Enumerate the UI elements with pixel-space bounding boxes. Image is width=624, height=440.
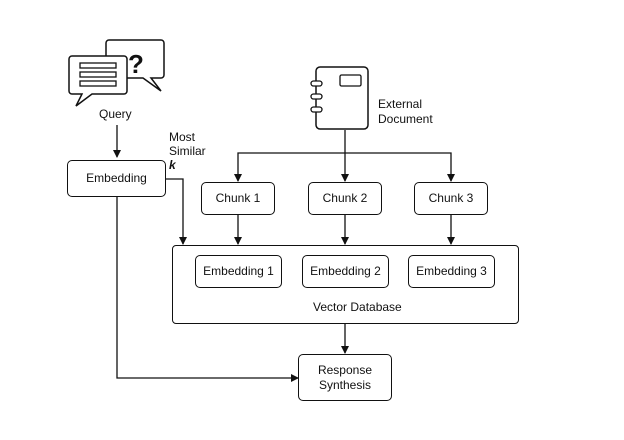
document-label-line1: External [378, 97, 423, 111]
response-line1: Response [317, 362, 373, 377]
most-similar-line2: Similar [169, 144, 206, 158]
embedding-3-box: Embedding 3 [408, 255, 495, 288]
query-embedding-box: Embedding [67, 160, 166, 197]
query-embedding-label: Embedding [86, 171, 147, 185]
embedding-1-label: Embedding 1 [203, 264, 274, 278]
chunk-3-box: Chunk 3 [414, 182, 488, 215]
response-synthesis-box: Response Synthesis [298, 354, 392, 401]
chunk-3-label: Chunk 3 [428, 191, 474, 205]
embedding-1-box: Embedding 1 [195, 255, 282, 288]
svg-text:?: ? [128, 49, 144, 79]
edge-document-branch-right [345, 152, 455, 182]
chunk-1-box: Chunk 1 [201, 182, 275, 215]
edge-embedding-db [166, 178, 187, 245]
edge-document-branch-left [234, 152, 345, 182]
embedding-2-label: Embedding 2 [310, 264, 381, 278]
edge-embedding-response [116, 197, 299, 382]
chunk-2-label: Chunk 2 [322, 191, 368, 205]
vector-database-label: Vector Database [313, 300, 402, 314]
most-similar-k: k [169, 158, 176, 172]
speech-bubbles-question-icon: ? [68, 39, 165, 107]
response-line2: Synthesis [318, 377, 372, 392]
embedding-3-label: Embedding 3 [416, 264, 487, 278]
document-label-line2: Document [378, 112, 433, 126]
notebook-icon [310, 66, 369, 130]
query-label: Query [99, 107, 132, 121]
chunk-2-box: Chunk 2 [308, 182, 382, 215]
most-similar-line1: Most [169, 130, 196, 144]
chunk-1-label: Chunk 1 [215, 191, 261, 205]
embedding-2-box: Embedding 2 [302, 255, 389, 288]
